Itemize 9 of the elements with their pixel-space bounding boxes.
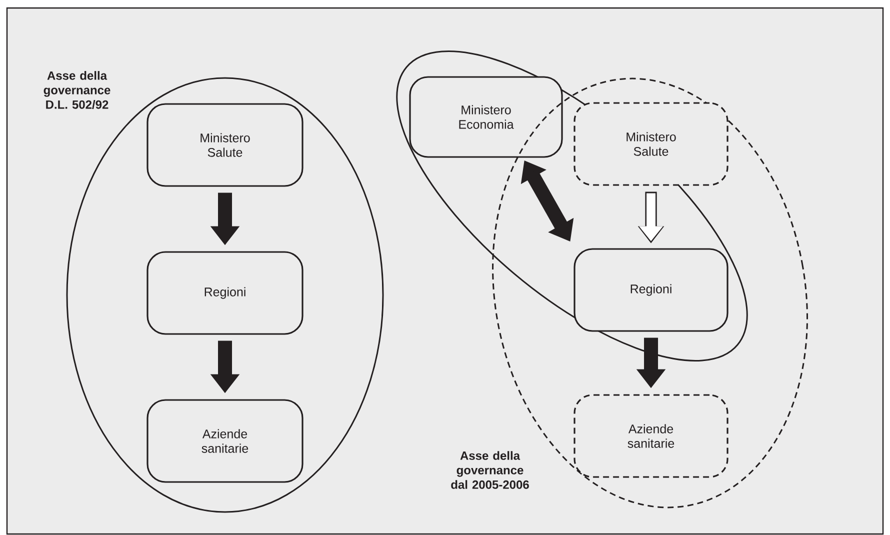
rounded-box: Regioni [574,248,728,332]
rounded-box: Aziende sanitarie [146,399,304,483]
dashed-box: Ministero Salute [574,102,728,186]
group-heading: Asse della governance D.L. 502/92 [44,71,110,109]
rounded-box: Ministero Salute [146,103,304,187]
dashed-box: Aziende sanitarie [574,394,728,478]
rounded-box: Regioni [146,251,304,335]
rounded-box: Ministero Economia [409,76,563,158]
group-heading: Asse della governance dal 2005-2006 [451,451,529,489]
